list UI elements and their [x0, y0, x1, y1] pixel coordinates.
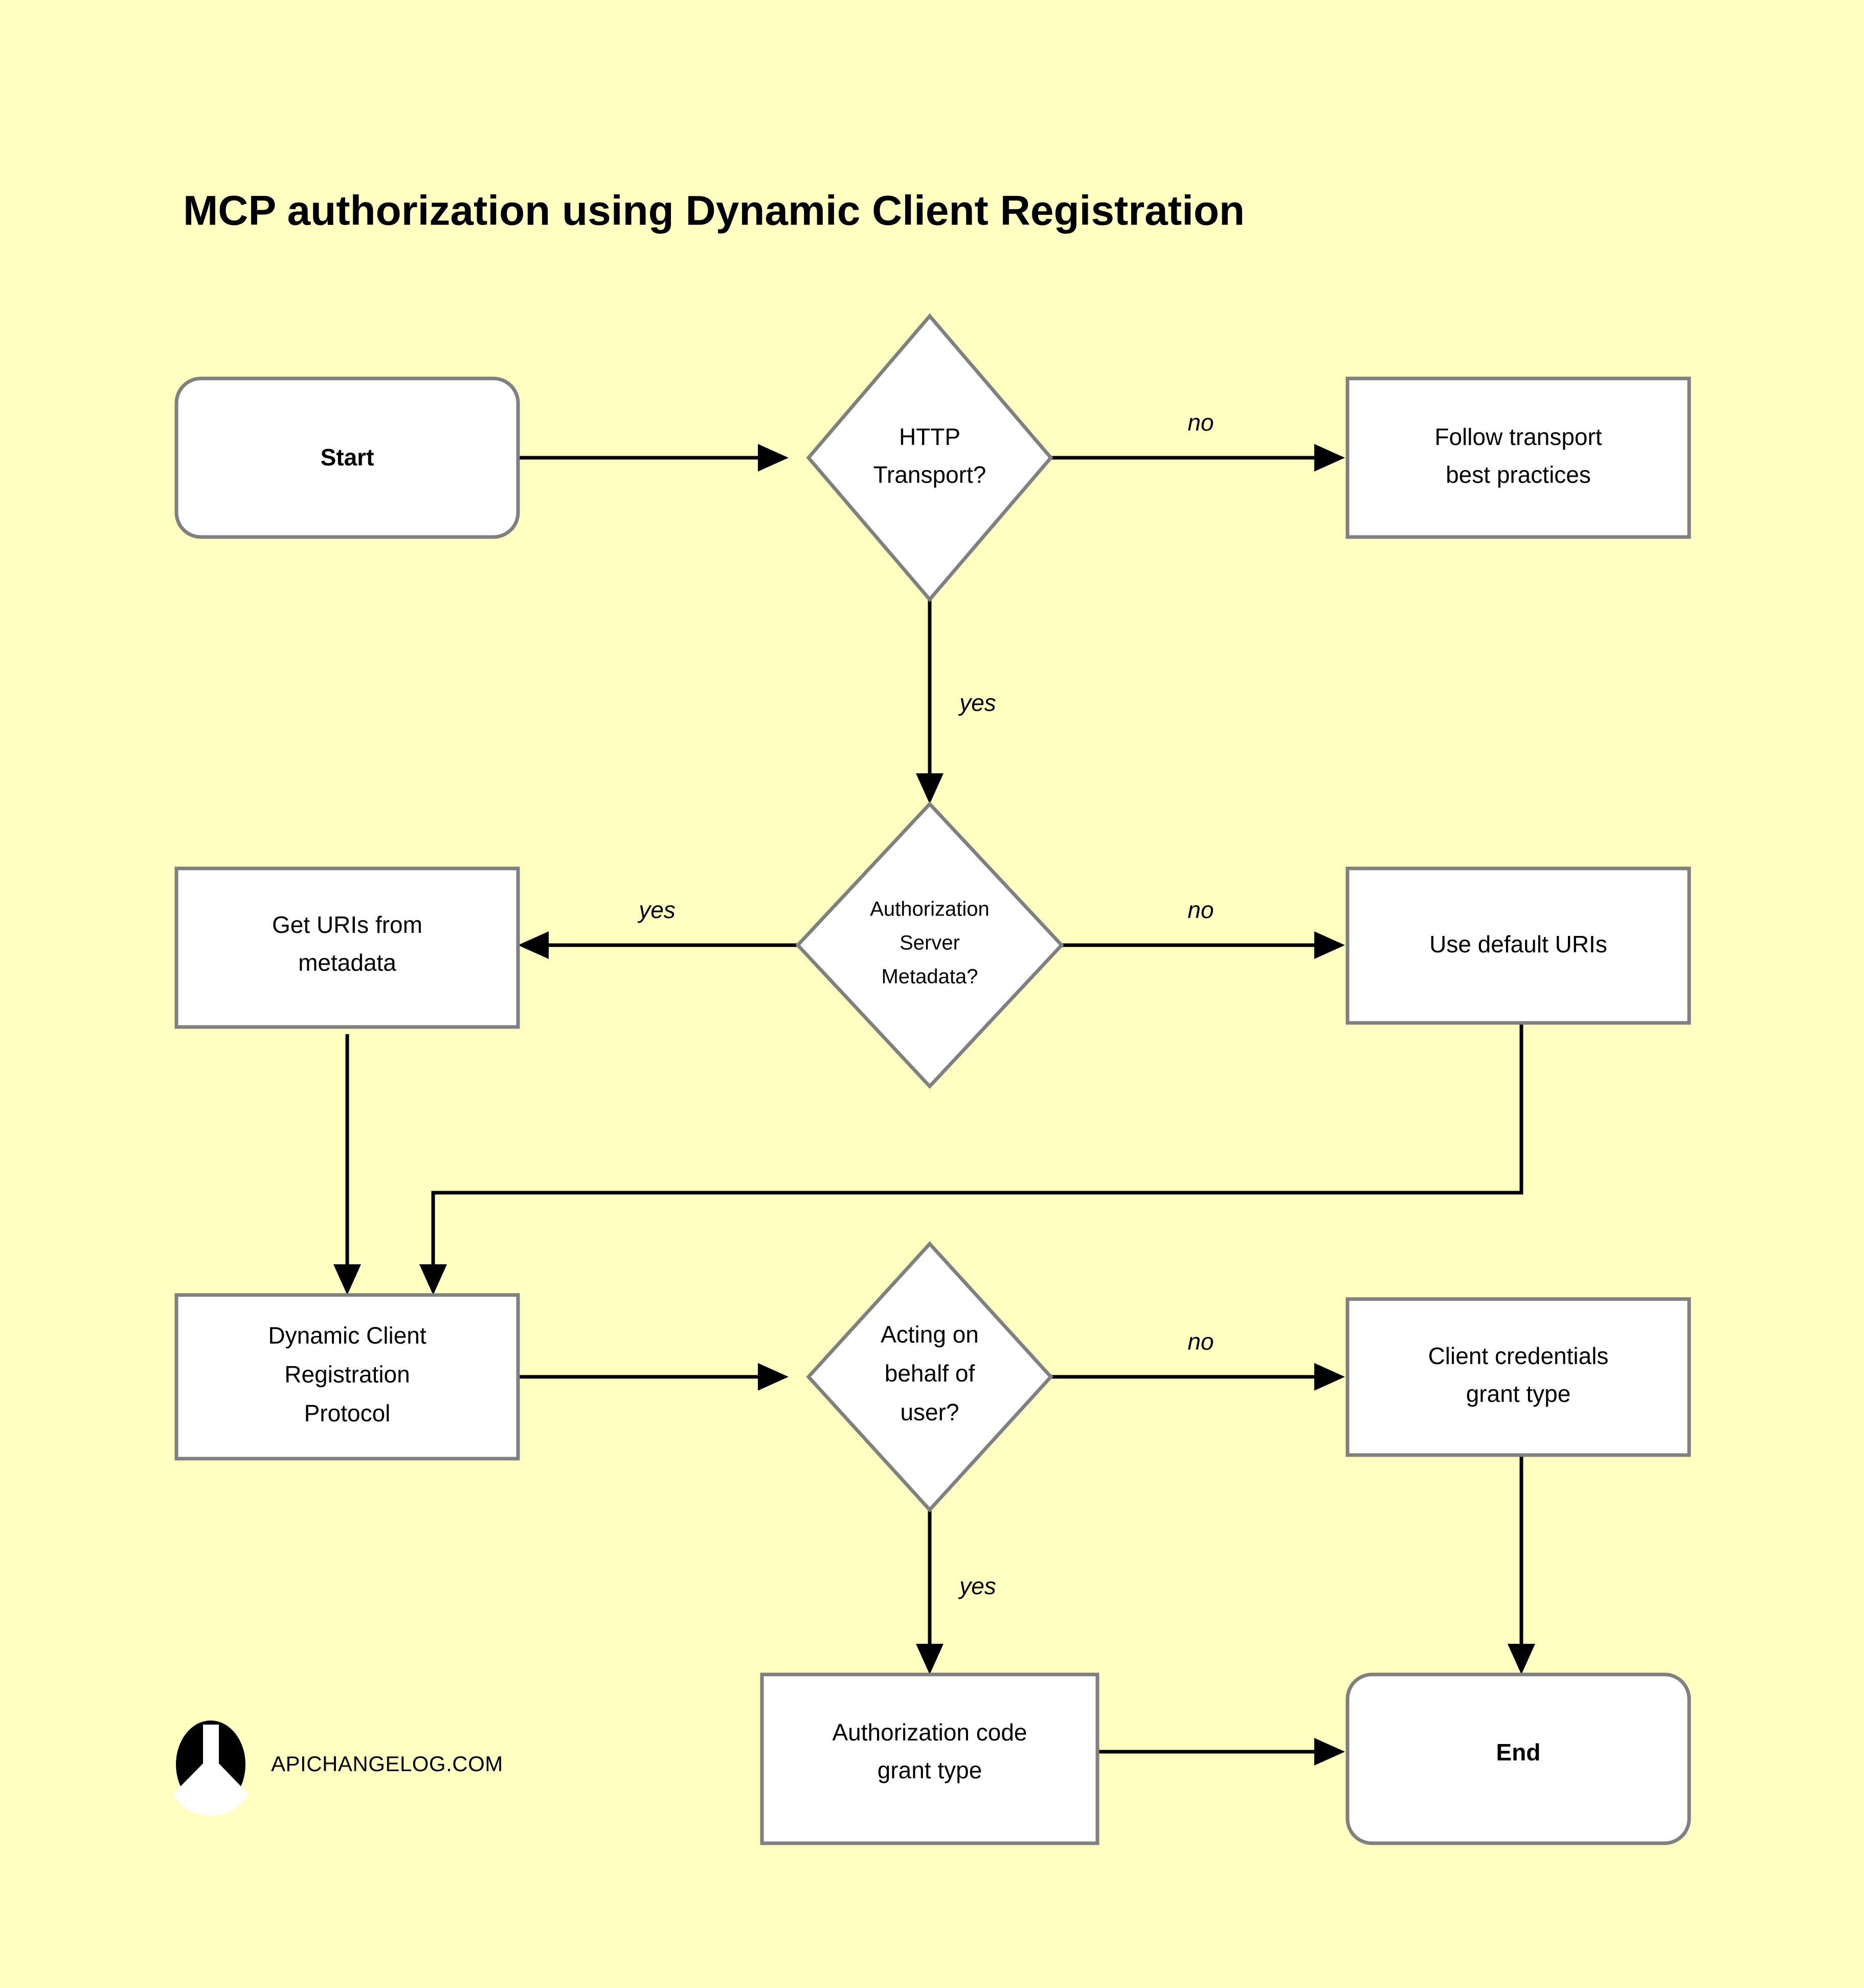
edge-defaulturis-to-dcr — [419, 1023, 1523, 1295]
node-client-credentials-shape[interactable] — [1345, 1297, 1691, 1457]
node-authorization-code-label-line2: grant type — [878, 1757, 982, 1783]
edges-layer: no yes yes no — [333, 409, 1535, 1766]
node-auth-server-metadata-label-line2: Server — [900, 932, 960, 954]
edge-label-acting-yes: yes — [958, 1573, 996, 1599]
arrowhead-icon — [518, 931, 549, 959]
node-http-transport-label-line1: HTTP — [899, 423, 960, 450]
edge-dcr-to-acting — [518, 1363, 789, 1391]
node-get-uris[interactable]: Get URIs from metadata — [174, 866, 520, 1029]
node-follow-transport-shape[interactable] — [1345, 376, 1691, 539]
edge-label-acting-no: no — [1187, 1328, 1214, 1355]
edge-clientcreds-to-end — [1508, 1455, 1535, 1674]
edge-label-http-yes: yes — [958, 689, 996, 716]
edge-start-to-http — [518, 444, 789, 472]
node-dcr-protocol-label-line2: Registration — [284, 1361, 410, 1388]
edge-metadata-to-dcr — [333, 1034, 361, 1295]
edge-asmeta-to-metadata: yes — [518, 897, 798, 959]
arrowhead-icon — [758, 444, 789, 472]
node-authorization-code-label-line1: Authorization code — [832, 1719, 1027, 1746]
edge-acting-to-authcode: yes — [916, 1509, 996, 1674]
node-end-shape[interactable] — [1345, 1672, 1691, 1845]
node-get-uris-label-line2: metadata — [298, 949, 396, 976]
node-get-uris-shape[interactable] — [174, 866, 520, 1029]
node-client-credentials-label-line1: Client credentials — [1428, 1343, 1609, 1369]
node-follow-transport[interactable]: Follow transport best practices — [1345, 376, 1691, 539]
arrowhead-icon — [1314, 1738, 1345, 1766]
edge-authcode-to-end — [1097, 1738, 1345, 1766]
arrowhead-icon — [419, 1264, 447, 1295]
edge-asmeta-to-defaulturis: no — [1062, 897, 1345, 959]
node-auth-server-metadata-shape[interactable] — [795, 801, 1064, 1089]
node-dcr-protocol-label-line3: Protocol — [304, 1400, 391, 1426]
node-auth-server-metadata[interactable]: Authorization Server Metadata? — [795, 801, 1064, 1089]
edge-http-to-transport: no — [1051, 409, 1345, 472]
node-http-transport[interactable]: HTTP Transport? — [806, 313, 1053, 602]
node-dcr-protocol-shape[interactable] — [174, 1293, 520, 1461]
node-auth-server-metadata-label-line1: Authorization — [870, 898, 989, 921]
arrowhead-icon — [916, 1644, 944, 1674]
node-get-uris-label-line1: Get URIs from — [272, 911, 422, 938]
node-acting-on-behalf-label-line1: Acting on — [881, 1321, 979, 1348]
arrowhead-icon — [1314, 1363, 1345, 1391]
node-end-label: End — [1496, 1739, 1541, 1766]
arrowhead-icon — [758, 1363, 789, 1391]
node-client-credentials[interactable]: Client credentials grant type — [1345, 1297, 1691, 1457]
apichangelog-logo-icon — [173, 1721, 249, 1816]
nodes-layer: Start HTTP Transport? Follow transport b… — [174, 313, 1691, 1845]
node-follow-transport-label-line1: Follow transport — [1434, 423, 1602, 450]
node-acting-on-behalf-label-line2: behalf of — [885, 1360, 975, 1387]
edge-acting-to-clientcreds: no — [1051, 1328, 1345, 1391]
arrowhead-icon — [1314, 931, 1345, 959]
node-start-label: Start — [321, 444, 374, 471]
node-start[interactable]: Start — [174, 376, 520, 539]
edge-http-to-asmeta: yes — [916, 589, 996, 804]
node-http-transport-shape[interactable] — [806, 313, 1053, 602]
node-http-transport-label-line2: Transport? — [873, 461, 986, 488]
node-authorization-code[interactable]: Authorization code grant type — [760, 1672, 1099, 1845]
node-use-default-uris-shape[interactable] — [1345, 866, 1691, 1025]
node-dcr-protocol-label-line1: Dynamic Client — [268, 1322, 426, 1349]
node-acting-on-behalf-label-line3: user? — [900, 1399, 959, 1425]
edge-label-asmeta-no: no — [1187, 897, 1214, 923]
node-acting-on-behalf[interactable]: Acting on behalf of user? — [806, 1241, 1053, 1513]
node-client-credentials-label-line2: grant type — [1466, 1380, 1571, 1407]
node-acting-on-behalf-shape[interactable] — [806, 1241, 1053, 1513]
node-end[interactable]: End — [1345, 1672, 1691, 1845]
node-authorization-code-shape[interactable] — [760, 1672, 1099, 1845]
node-follow-transport-label-line2: best practices — [1446, 461, 1591, 488]
arrowhead-icon — [333, 1264, 361, 1295]
footer-brand-label: APICHANGELOG.COM — [271, 1752, 503, 1776]
node-use-default-uris-label: Use default URIs — [1429, 931, 1607, 957]
node-start-shape[interactable] — [174, 376, 520, 539]
arrowhead-icon — [916, 773, 944, 804]
page-title: MCP authorization using Dynamic Client R… — [183, 188, 1245, 234]
node-auth-server-metadata-label-line3: Metadata? — [881, 966, 978, 988]
footer-brand: APICHANGELOG.COM — [173, 1721, 503, 1816]
arrowhead-icon — [1314, 444, 1345, 472]
edge-label-http-no: no — [1187, 409, 1214, 436]
arrowhead-icon — [1508, 1644, 1535, 1674]
node-dcr-protocol[interactable]: Dynamic Client Registration Protocol — [174, 1293, 520, 1461]
node-use-default-uris[interactable]: Use default URIs — [1345, 866, 1691, 1025]
edge-label-asmeta-yes: yes — [637, 897, 676, 923]
